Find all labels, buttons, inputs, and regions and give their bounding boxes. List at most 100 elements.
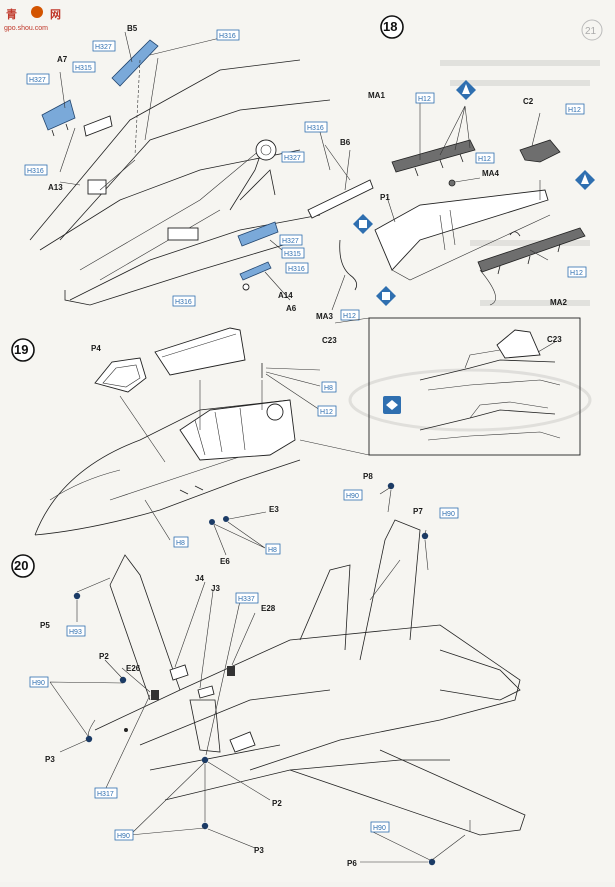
part-label: MA1 bbox=[368, 91, 385, 100]
paint-code: H12 bbox=[418, 96, 431, 103]
part-b6 bbox=[307, 179, 374, 219]
part-label: J4 bbox=[195, 574, 204, 583]
paint-code: H90 bbox=[442, 511, 455, 518]
bleed-through bbox=[348, 60, 600, 432]
paint-code: H327 bbox=[284, 155, 301, 162]
paint-code: H316 bbox=[175, 299, 192, 306]
part-p3 bbox=[85, 735, 93, 743]
part-label: B6 bbox=[340, 138, 351, 147]
part-label: A13 bbox=[48, 183, 63, 192]
watermark-glyph: 青 bbox=[6, 7, 17, 21]
part-label: A6 bbox=[286, 304, 297, 313]
paint-code: H316 bbox=[27, 168, 44, 175]
paint-code: H90 bbox=[346, 493, 359, 500]
paint-code: H8 bbox=[324, 385, 333, 392]
canopy bbox=[154, 327, 246, 376]
view-change-icon bbox=[383, 396, 401, 414]
part-label: MA2 bbox=[550, 298, 567, 307]
part-label: E6 bbox=[220, 557, 230, 566]
paint-code: H12 bbox=[568, 107, 581, 114]
part-c2 bbox=[519, 139, 561, 163]
diamond-arrow-icon bbox=[353, 214, 373, 234]
paint-code: H315 bbox=[284, 251, 301, 258]
part-label: B5 bbox=[127, 24, 138, 33]
part-label: J3 bbox=[211, 584, 220, 593]
paint-code: H90 bbox=[373, 825, 386, 832]
step-number: 18 bbox=[383, 19, 397, 34]
paint-code: H317 bbox=[97, 791, 114, 798]
part-p2 bbox=[201, 756, 209, 764]
paint-code: H93 bbox=[69, 629, 82, 636]
paint-code: H327 bbox=[95, 44, 112, 51]
paint-code: H12 bbox=[320, 409, 333, 416]
part-label: E26 bbox=[126, 664, 141, 673]
part-label: E3 bbox=[269, 505, 279, 514]
part-label: C23 bbox=[322, 336, 337, 345]
part-b5 bbox=[111, 39, 159, 87]
part-label: P1 bbox=[380, 193, 390, 202]
part-label: P4 bbox=[91, 344, 101, 353]
part-p8 bbox=[387, 482, 395, 490]
part-p2 bbox=[119, 676, 127, 684]
part-label: P2 bbox=[272, 799, 282, 808]
paint-code: H316 bbox=[288, 266, 305, 273]
part-ma3 bbox=[339, 239, 358, 291]
part-p7 bbox=[421, 532, 429, 540]
part-e3 bbox=[223, 516, 229, 522]
part-label: C23 bbox=[547, 335, 562, 344]
nose-outline bbox=[34, 399, 291, 536]
step-18: 18 bbox=[24, 15, 595, 321]
diamond-arrow-icon bbox=[456, 80, 476, 100]
part-label: MA3 bbox=[316, 312, 333, 321]
paint-code: H316 bbox=[307, 125, 324, 132]
step-20: 20 bbox=[11, 472, 526, 868]
part-label: E28 bbox=[261, 604, 276, 613]
part-ma4 bbox=[448, 179, 456, 187]
step-number-badge bbox=[11, 554, 35, 578]
part-p5 bbox=[73, 592, 81, 600]
step-number: 19 bbox=[14, 342, 28, 357]
part-a14 bbox=[237, 221, 279, 247]
part-label: P6 bbox=[347, 859, 357, 868]
step-number: 20 bbox=[14, 558, 28, 573]
watermark-site-top: 网 bbox=[50, 8, 61, 21]
watermark-logo-icon bbox=[31, 6, 43, 18]
step-19: 19 bbox=[11, 317, 581, 566]
part-e6 bbox=[209, 519, 215, 525]
part-label: A7 bbox=[57, 55, 68, 64]
part-label: P7 bbox=[413, 507, 423, 516]
paint-code: H8 bbox=[176, 540, 185, 547]
detail-inset bbox=[368, 317, 581, 456]
step-number-badge bbox=[380, 15, 404, 39]
part-label: P3 bbox=[45, 755, 55, 764]
paint-code: H12 bbox=[343, 313, 356, 320]
diamond-arrow-icon bbox=[376, 286, 396, 306]
paint-code: H316 bbox=[219, 33, 236, 40]
part-a7 bbox=[41, 99, 76, 131]
watermark-site: gpo.shou.com bbox=[4, 25, 48, 32]
part-label: P8 bbox=[363, 472, 373, 481]
paint-code: H8 bbox=[268, 547, 277, 554]
corner-page-marker: 21 bbox=[581, 19, 603, 41]
part-ma2 bbox=[477, 227, 586, 273]
part-e26 bbox=[151, 690, 159, 700]
part-label: P2 bbox=[99, 652, 109, 661]
corner-page-number: 21 bbox=[585, 26, 597, 37]
wing-glove bbox=[109, 554, 181, 691]
fuselage-outline bbox=[29, 59, 301, 241]
step-number-badge bbox=[11, 338, 35, 362]
part-a6 bbox=[239, 261, 272, 281]
paint-code: H12 bbox=[478, 156, 491, 163]
paint-code: H327 bbox=[282, 238, 299, 245]
part-p4 bbox=[94, 357, 147, 393]
paint-code: H327 bbox=[29, 77, 46, 84]
paint-code: H90 bbox=[32, 680, 45, 687]
paint-code: H90 bbox=[117, 833, 130, 840]
part-label: P3 bbox=[254, 846, 264, 855]
part-p6 bbox=[428, 858, 436, 866]
part-label: A14 bbox=[278, 291, 293, 300]
diamond-arrow-icon bbox=[575, 170, 595, 190]
site-watermark: 青 网 gpo.shou.com bbox=[4, 6, 61, 32]
part-e28 bbox=[227, 666, 235, 676]
